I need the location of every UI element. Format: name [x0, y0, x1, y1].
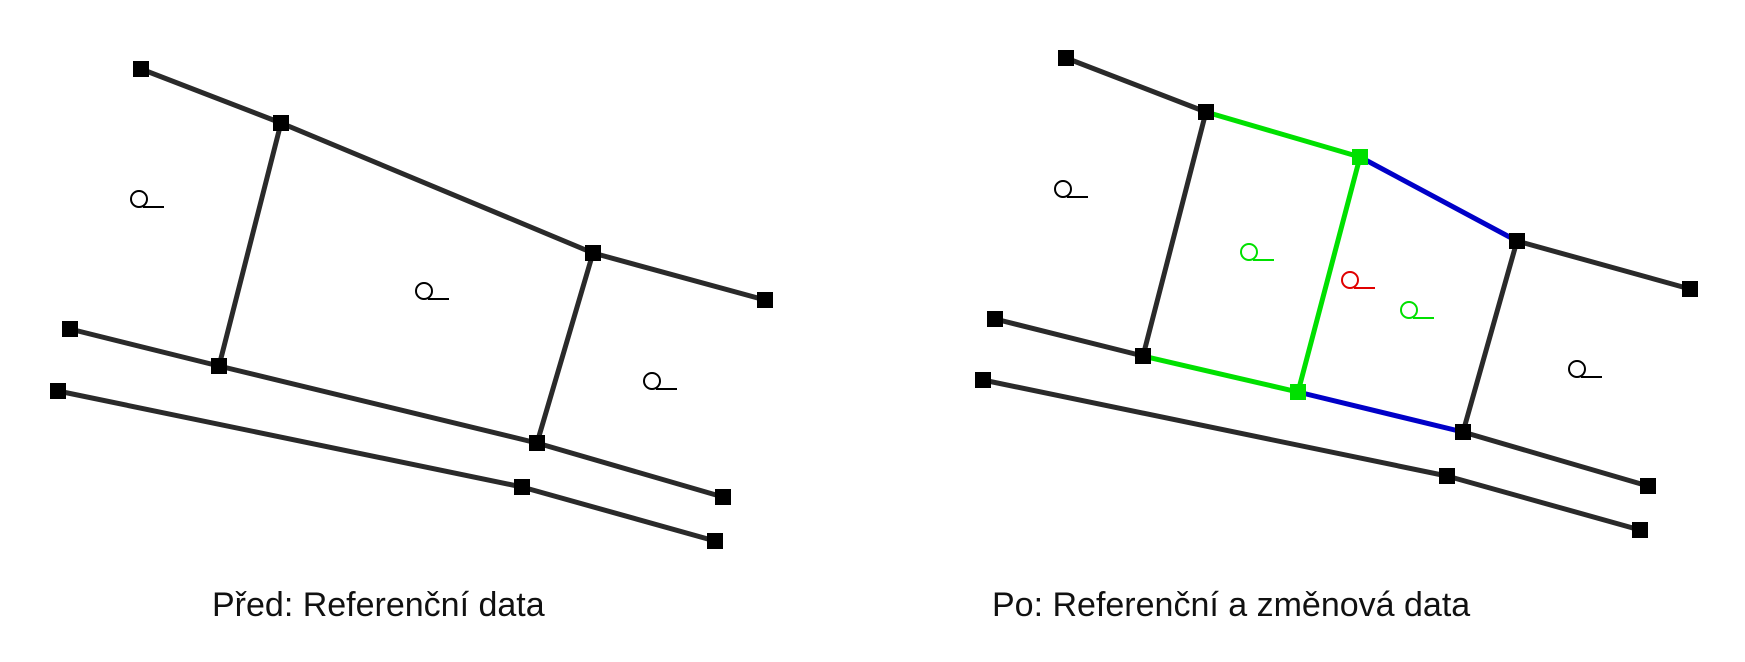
- reference-line: [519, 484, 718, 544]
- parcel-marker: [643, 372, 677, 390]
- vertex-node: [1439, 468, 1455, 484]
- vertex-node: [1135, 348, 1151, 364]
- changed-line: [1295, 389, 1466, 435]
- vertex-node: [585, 245, 601, 261]
- reference-line: [67, 326, 222, 369]
- reference-line: [1514, 238, 1693, 292]
- reference-line: [534, 250, 596, 446]
- after-caption: Po: Referenční a změnová data: [992, 586, 1471, 624]
- vertex-node: [1640, 478, 1656, 494]
- reference-line: [590, 250, 768, 303]
- reference-line: [216, 120, 284, 369]
- reference-line: [1140, 109, 1209, 359]
- reference-line: [1444, 473, 1643, 533]
- before-caption: Před: Referenční data: [212, 586, 545, 624]
- after-panel: [975, 50, 1698, 538]
- reference-line: [1460, 429, 1651, 489]
- vertex-node: [1058, 50, 1074, 66]
- vertex-node: [211, 358, 227, 374]
- vertex-node: [514, 479, 530, 495]
- vertex-node: [715, 489, 731, 505]
- reference-line: [138, 66, 284, 126]
- vertex-node: [1509, 233, 1525, 249]
- vertex-node: [987, 311, 1003, 327]
- vertex-node: [1632, 522, 1648, 538]
- before-panel: [50, 61, 773, 549]
- changed-line: [1357, 154, 1520, 244]
- vertex-node: [133, 61, 149, 77]
- new-vertex-node: [1290, 384, 1306, 400]
- new-parcel-marker: [1240, 243, 1274, 261]
- reference-line: [55, 388, 525, 490]
- vertex-node: [707, 533, 723, 549]
- reference-line: [980, 377, 1450, 479]
- parcel-marker: [1054, 180, 1088, 198]
- parcel-marker: [1568, 360, 1602, 378]
- reference-line: [1460, 238, 1520, 435]
- parcel-marker: [130, 190, 164, 208]
- new-line: [1203, 109, 1363, 160]
- vertex-node: [1682, 281, 1698, 297]
- new-parcel-marker: [1400, 301, 1434, 319]
- reference-line: [534, 440, 726, 500]
- new-line: [1295, 154, 1363, 395]
- vertex-node: [1198, 104, 1214, 120]
- vertex-node: [50, 383, 66, 399]
- new-line: [1140, 353, 1301, 395]
- vertex-node: [273, 115, 289, 131]
- vertex-node: [975, 372, 991, 388]
- reference-line: [216, 363, 540, 446]
- vertex-node: [529, 435, 545, 451]
- reference-line: [992, 316, 1146, 359]
- vertex-node: [757, 292, 773, 308]
- reference-line: [278, 120, 596, 256]
- reference-line: [1063, 55, 1209, 115]
- new-vertex-node: [1352, 149, 1368, 165]
- cancelled-parcel-marker: [1341, 271, 1375, 289]
- vertex-node: [1455, 424, 1471, 440]
- vertex-node: [62, 321, 78, 337]
- parcel-marker: [415, 282, 449, 300]
